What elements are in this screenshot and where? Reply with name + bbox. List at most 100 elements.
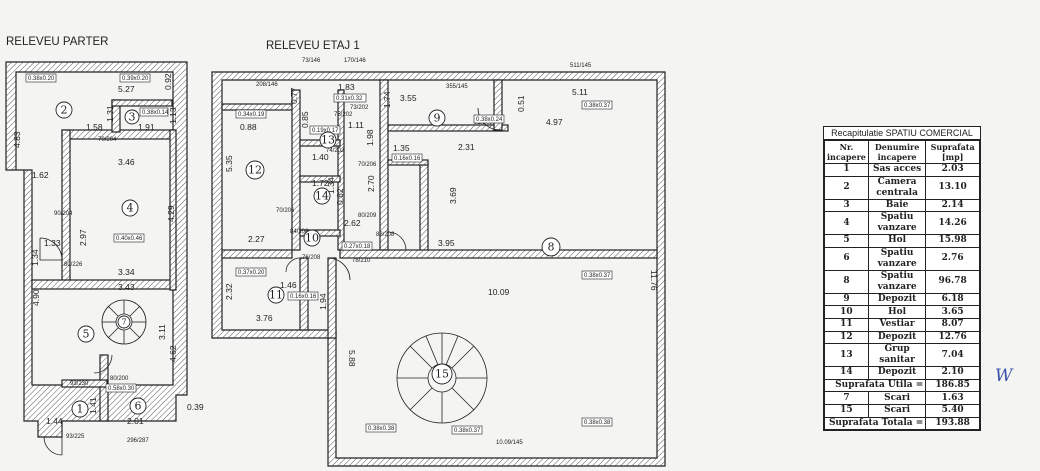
cell-name: Vestiar <box>867 317 927 332</box>
svg-text:0.31x0.32: 0.31x0.32 <box>336 96 363 102</box>
header-nr: Nr. incapere <box>824 140 869 164</box>
cell-area: 12.76 <box>925 330 980 345</box>
svg-text:1.74: 1.74 <box>382 91 392 108</box>
cell-area: 14.26 <box>925 211 980 236</box>
svg-text:76/208: 76/208 <box>302 255 321 261</box>
svg-text:2: 2 <box>61 104 68 117</box>
cell-name: Depozit <box>867 330 927 345</box>
svg-text:2.70: 2.70 <box>366 175 376 192</box>
svg-text:0.51: 0.51 <box>516 95 526 112</box>
svg-text:1.58: 1.58 <box>86 122 103 132</box>
svg-text:3.34: 3.34 <box>118 267 135 277</box>
cell-name: Hol <box>867 234 927 248</box>
first-floor-plan <box>211 71 666 467</box>
cell-name: Grup sanitar <box>867 343 927 368</box>
svg-text:0.16x0.16: 0.16x0.16 <box>394 156 421 162</box>
svg-text:4.29: 4.29 <box>166 205 176 222</box>
cell-area: 5.40 <box>925 403 980 418</box>
svg-text:3.43: 3.43 <box>118 282 135 292</box>
ground-floor-plan <box>5 61 188 456</box>
cell-name: Depozit <box>867 366 927 380</box>
cell-nr: 15 <box>824 403 869 418</box>
cell-nr: 10 <box>824 305 869 319</box>
svg-text:75/202: 75/202 <box>334 112 353 118</box>
cell-name: Hol <box>867 305 927 319</box>
svg-text:1.91: 1.91 <box>138 122 155 132</box>
svg-text:0.34x0.19: 0.34x0.19 <box>238 112 265 118</box>
handwritten-mark: W <box>995 366 1013 386</box>
svg-text:2.27: 2.27 <box>248 234 265 244</box>
svg-text:1.72: 1.72 <box>312 178 329 188</box>
cell-nr: 5 <box>824 234 869 248</box>
cell-area: 96.78 <box>925 269 980 294</box>
cell-area: 3.65 <box>925 305 980 319</box>
svg-text:4.83: 4.83 <box>12 131 22 148</box>
summary-grid: Nr. incapere Denumire incapere Suprafata… <box>823 140 980 431</box>
svg-text:11: 11 <box>269 289 283 302</box>
svg-text:0.38x0.14: 0.38x0.14 <box>142 110 169 116</box>
ground-door-marks: 70/204 90/204 80/226 80/200 93/230 93/22… <box>54 137 149 444</box>
svg-text:0.38x0.37: 0.38x0.37 <box>584 103 611 109</box>
svg-text:0.92: 0.92 <box>163 73 173 90</box>
svg-text:5: 5 <box>83 328 90 341</box>
svg-text:296/287: 296/287 <box>127 438 149 444</box>
svg-text:0.40x0.46: 0.40x0.46 <box>116 236 143 242</box>
svg-text:1.98: 1.98 <box>365 129 375 146</box>
ground-tags: 0.38x0.20 0.39x0.20 0.38x0.14 0.40x0.46 … <box>25 73 169 393</box>
ground-floor-title: RELEVEU PARTER <box>6 36 108 48</box>
cell-name: Scari <box>867 391 927 405</box>
svg-text:70/206: 70/206 <box>276 208 295 214</box>
svg-text:208/146: 208/146 <box>256 82 278 88</box>
svg-text:73/146: 73/146 <box>302 58 321 64</box>
cell-nr: 3 <box>824 198 869 213</box>
svg-text:15: 15 <box>435 368 449 381</box>
cell-area: 2.14 <box>925 198 980 213</box>
svg-text:74/202: 74/202 <box>326 148 345 154</box>
svg-text:2.31: 2.31 <box>458 142 475 152</box>
cell-area: 2.76 <box>925 246 980 271</box>
first-dimensions: 0.88 0.77 1.83 3.55 1.74 5.11 0.51 4.97 … <box>224 82 659 367</box>
cell-area: 7.04 <box>925 343 980 368</box>
area-summary-table: Recapitulatie SPATIU COMERCIAL Nr. incap… <box>823 126 981 432</box>
svg-text:5.35: 5.35 <box>224 155 234 172</box>
cell-name: Sas acces <box>867 163 927 177</box>
first-floor-title: RELEVEU ETAJ 1 <box>266 40 360 52</box>
svg-text:1.13: 1.13 <box>168 107 178 124</box>
svg-text:12: 12 <box>248 164 262 177</box>
cell-name: Depozit <box>867 292 927 307</box>
cell-nr: 7 <box>824 391 869 405</box>
svg-text:3.95: 3.95 <box>438 238 455 248</box>
svg-text:1.40: 1.40 <box>312 152 329 162</box>
svg-text:14: 14 <box>315 190 329 203</box>
svg-text:0.38x0.38: 0.38x0.38 <box>584 420 611 426</box>
svg-text:6: 6 <box>135 400 142 413</box>
svg-text:4.97: 4.97 <box>546 117 563 127</box>
svg-text:4.62: 4.62 <box>168 345 178 362</box>
svg-text:0.38x0.37: 0.38x0.37 <box>584 273 611 279</box>
summary-caption: Recapitulatie SPATIU COMERCIAL <box>824 127 980 140</box>
cell-area: 13.10 <box>925 175 980 200</box>
util-total-row-value: 186.85 <box>925 378 980 393</box>
cell-name: Scari <box>867 403 927 418</box>
svg-text:84/206: 84/206 <box>290 229 309 235</box>
svg-text:1.41: 1.41 <box>88 397 98 414</box>
svg-text:0.39: 0.39 <box>187 402 204 412</box>
svg-text:0.58x0.30: 0.58x0.30 <box>108 386 135 392</box>
cell-nr: 14 <box>824 366 869 380</box>
ground-dimensions: 5.27 0.92 4.83 1.58 1.31 1.91 1.13 3.46 … <box>12 73 204 426</box>
svg-text:8: 8 <box>548 241 555 254</box>
cell-nr: 9 <box>824 292 869 307</box>
svg-text:0.82: 0.82 <box>335 188 345 205</box>
svg-text:5.11: 5.11 <box>572 87 588 97</box>
svg-text:1.34: 1.34 <box>326 177 336 194</box>
svg-text:80/209: 80/209 <box>358 213 377 219</box>
svg-text:355/145: 355/145 <box>446 84 468 90</box>
svg-text:5.27: 5.27 <box>118 84 135 94</box>
